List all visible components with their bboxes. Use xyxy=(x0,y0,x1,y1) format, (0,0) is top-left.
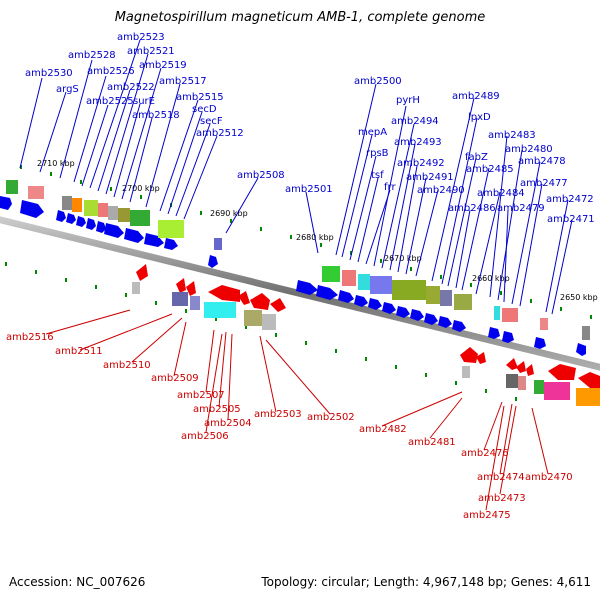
gene-label-top: amb2512 xyxy=(196,128,244,139)
gene-label-top: amb2479 xyxy=(497,203,545,214)
gene-label-top: amb2486 xyxy=(448,203,496,214)
gene-label-bottom: amb2509 xyxy=(151,373,199,384)
gene-label-top: amb2483 xyxy=(488,130,536,141)
gene-label-top: mepA xyxy=(358,127,387,138)
gene-label-top: amb2485 xyxy=(466,164,514,175)
gene-label-top: amb2494 xyxy=(391,116,439,127)
gene-label-top: amb2501 xyxy=(285,184,333,195)
gene-label-top: lpxD xyxy=(468,112,491,123)
bottom-gene-labels: amb2516 amb2511 amb2510 amb2509 amb2507 … xyxy=(6,332,573,521)
gene-label-top: amb2500 xyxy=(354,76,402,87)
gene-label-top: amb2484 xyxy=(477,188,525,199)
gene-label-top: amb2525 xyxy=(86,96,134,107)
gene-label-top: amb2471 xyxy=(547,214,595,225)
gene-label-bottom: amb2502 xyxy=(307,412,355,423)
map-title: Magnetospirillum magneticum AMB-1, compl… xyxy=(114,10,486,25)
reverse-genes xyxy=(136,264,600,388)
gene-label-top: secF xyxy=(200,116,223,127)
gene-label-bottom: amb2505 xyxy=(193,404,241,415)
gene-label-top: amb2508 xyxy=(237,170,285,181)
gene-label-top: frr xyxy=(384,182,396,193)
gene-label-top: rpsB xyxy=(366,148,389,159)
bottom-leaders xyxy=(45,309,549,511)
gene-label-bottom: amb2476 xyxy=(461,448,509,459)
gene-label-bottom: amb2470 xyxy=(525,472,573,483)
gene-label-top: amb2515 xyxy=(176,92,224,103)
accession-text: Accession: NC_007626 xyxy=(9,575,146,589)
gene-label-bottom: amb2482 xyxy=(359,424,407,435)
kbp-2700: 2700 kbp xyxy=(122,184,160,193)
gene-label-top: amb2493 xyxy=(394,137,442,148)
gene-label-bottom: amb2511 xyxy=(55,346,103,357)
gene-label-top: amb2489 xyxy=(452,91,500,102)
gene-label-top: amb2477 xyxy=(520,178,568,189)
kbp-2670: 2670 kbp xyxy=(384,254,422,263)
gene-label-top: secD xyxy=(192,104,217,115)
forward-blocks xyxy=(6,180,590,340)
gene-label-top: amb2490 xyxy=(417,185,465,196)
top-leaders xyxy=(19,39,573,315)
gene-label-bottom: amb2503 xyxy=(254,409,302,420)
kbp-2660: 2660 kbp xyxy=(472,274,510,283)
gene-label-bottom: amb2475 xyxy=(463,510,511,521)
kbp-2690: 2690 kbp xyxy=(210,209,248,218)
reverse-blocks xyxy=(132,282,600,406)
forward-genes xyxy=(0,196,586,356)
gene-label-top: amb2491 xyxy=(406,172,454,183)
gene-label-bottom: amb2504 xyxy=(204,418,252,429)
gene-label-top: amb2530 xyxy=(25,68,73,79)
gene-label-top: pyrH xyxy=(396,95,420,106)
gene-label-bottom: amb2474 xyxy=(477,472,525,483)
gene-label-bottom: amb2481 xyxy=(408,437,456,448)
gene-label-top: amb2517 xyxy=(159,76,207,87)
gene-label-top: surE xyxy=(133,96,155,107)
gene-label-top: amb2478 xyxy=(518,156,566,167)
topology-text: Topology: circular; Length: 4,967,148 bp… xyxy=(261,575,591,589)
gene-label-bottom: amb2507 xyxy=(177,390,225,401)
gene-label-top: tsf xyxy=(371,170,384,181)
gene-label-top: amb2518 xyxy=(132,110,180,121)
gene-label-top: amb2472 xyxy=(546,194,594,205)
kbp-2650: 2650 kbp xyxy=(560,293,598,302)
kbp-2710: 2710 kbp xyxy=(37,159,75,168)
top-gene-labels: amb2530 argS amb2528 amb2526 amb2525 amb… xyxy=(25,32,595,225)
gene-label-bottom: amb2506 xyxy=(181,431,229,442)
gene-label-bottom: amb2516 xyxy=(6,332,54,343)
gene-label-top: amb2526 xyxy=(87,66,135,77)
gene-label-top: fabZ xyxy=(465,152,488,163)
gene-label-top: amb2523 xyxy=(117,32,165,43)
gene-label-bottom: amb2510 xyxy=(103,360,151,371)
gene-label-top: amb2528 xyxy=(68,50,116,61)
gene-label-top: amb2521 xyxy=(127,46,175,57)
gene-label-top: amb2480 xyxy=(505,144,553,155)
gene-label-top: amb2492 xyxy=(397,158,445,169)
gene-label-top: amb2522 xyxy=(107,82,155,93)
gene-label-top: argS xyxy=(56,84,79,95)
gene-label-bottom: amb2473 xyxy=(478,493,526,504)
genome-backbone xyxy=(0,216,600,371)
gene-label-top: amb2519 xyxy=(139,60,187,71)
